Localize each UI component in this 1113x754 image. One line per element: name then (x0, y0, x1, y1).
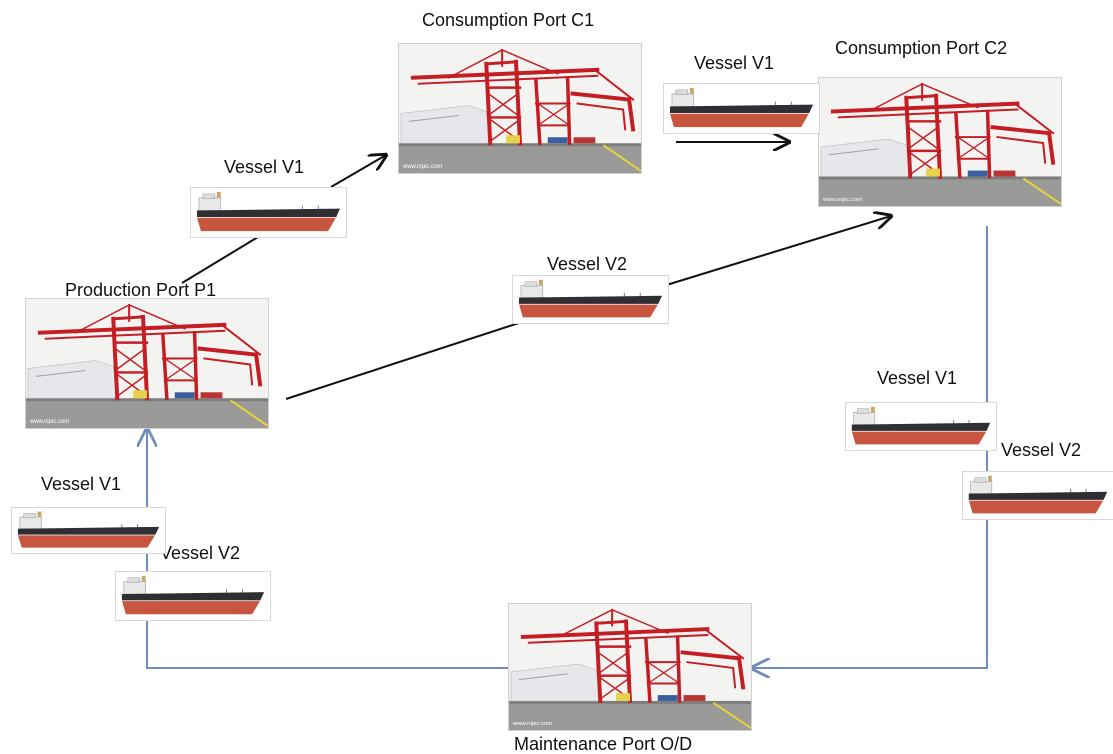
route-v1-to-c1 (330, 155, 386, 188)
route-p1-to-v1 (181, 236, 259, 284)
svg-text:www.nipic.com: www.nipic.com (29, 419, 69, 425)
vessel-photo-v2-p1-c2 (512, 275, 669, 324)
label-vessel-v1-c1-c2: Vessel V1 (694, 53, 775, 73)
vessel-photo-v1-c1-c2 (663, 83, 820, 134)
route-lines (0, 0, 988, 731)
vessel-photo-v1-c2-maint (845, 402, 997, 451)
vessel-photo-v2-c2-maint (962, 471, 1113, 520)
label-vessel-v1-maint-p1: Vessel V1 (41, 474, 122, 494)
svg-text:www.nipic.com: www.nipic.com (822, 197, 862, 203)
label-maintenance-port-od: Maintenance Port O/D (514, 734, 693, 754)
label-vessel-v2-maint-p1: Vessel V2 (160, 543, 241, 563)
label-consumption-port-c2: Consumption Port C2 (835, 38, 1008, 58)
port-photo-p1: www.nipic.com (25, 298, 269, 429)
port-photo-maintenance: www.nipic.com (508, 603, 752, 731)
route-c2-to-maintenance (752, 226, 988, 668)
port-photo-c2: www.nipic.com (818, 77, 1062, 207)
vessel-photo-v1-p1-c1 (190, 187, 347, 238)
vessel-photo-v2-maint-p1 (115, 571, 271, 621)
svg-text:www.nipic.com: www.nipic.com (512, 721, 552, 727)
route-p1-to-v2 (285, 319, 529, 400)
svg-text:www.nipic.com: www.nipic.com (402, 164, 442, 170)
label-vessel-v2-c2-maint: Vessel V2 (1001, 440, 1082, 460)
label-consumption-port-c1: Consumption Port C1 (422, 10, 595, 30)
label-vessel-v2-p1-c2: Vessel V2 (547, 254, 628, 274)
port-photo-c1: www.nipic.com (398, 43, 642, 174)
label-vessel-v1-c2-maint: Vessel V1 (877, 368, 958, 388)
label-vessel-v1-p1-c1: Vessel V1 (224, 157, 305, 177)
vessel-photo-v1-maint-p1 (11, 507, 166, 554)
route-v2-to-c2 (659, 216, 891, 288)
label-production-port-p1: Production Port P1 (65, 280, 217, 300)
